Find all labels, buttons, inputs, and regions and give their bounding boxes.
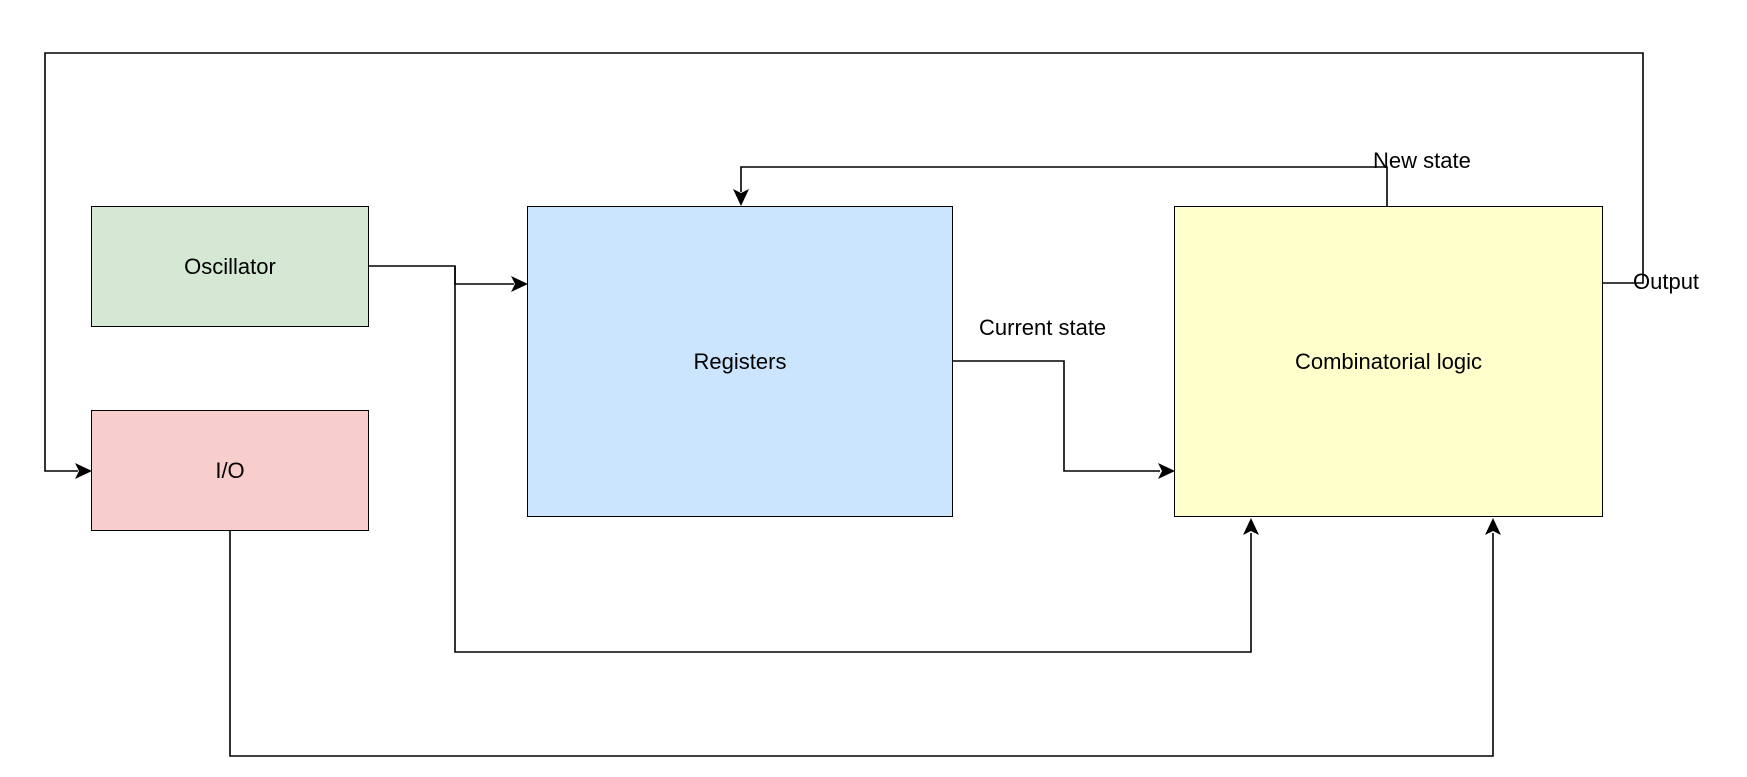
new-state-arrowhead [733,189,749,206]
current-state-connector [953,360,1160,472]
current-state-arrowhead [1158,463,1175,479]
output-label: Output [1633,269,1700,294]
combinatorial-logic-block: Combinatorial logic [1174,206,1603,517]
new-state-label: New state [1373,148,1471,173]
io-to-logic-connector [229,531,1494,757]
io-input-arrowhead [75,463,92,479]
new-state-connector [740,166,1388,206]
output-feedback-connector [44,52,1644,472]
registers-clock-arrowhead [511,276,528,292]
current-state-label: Current state [979,315,1107,340]
logic-clock-arrowhead [1243,518,1259,535]
logic-io-arrowhead [1485,518,1501,535]
clock-connector [369,265,514,285]
io-block: I/O [91,410,369,531]
registers-block: Registers [527,206,953,517]
oscillator-block: Oscillator [91,206,369,327]
clock-to-logic-connector [454,266,1252,653]
